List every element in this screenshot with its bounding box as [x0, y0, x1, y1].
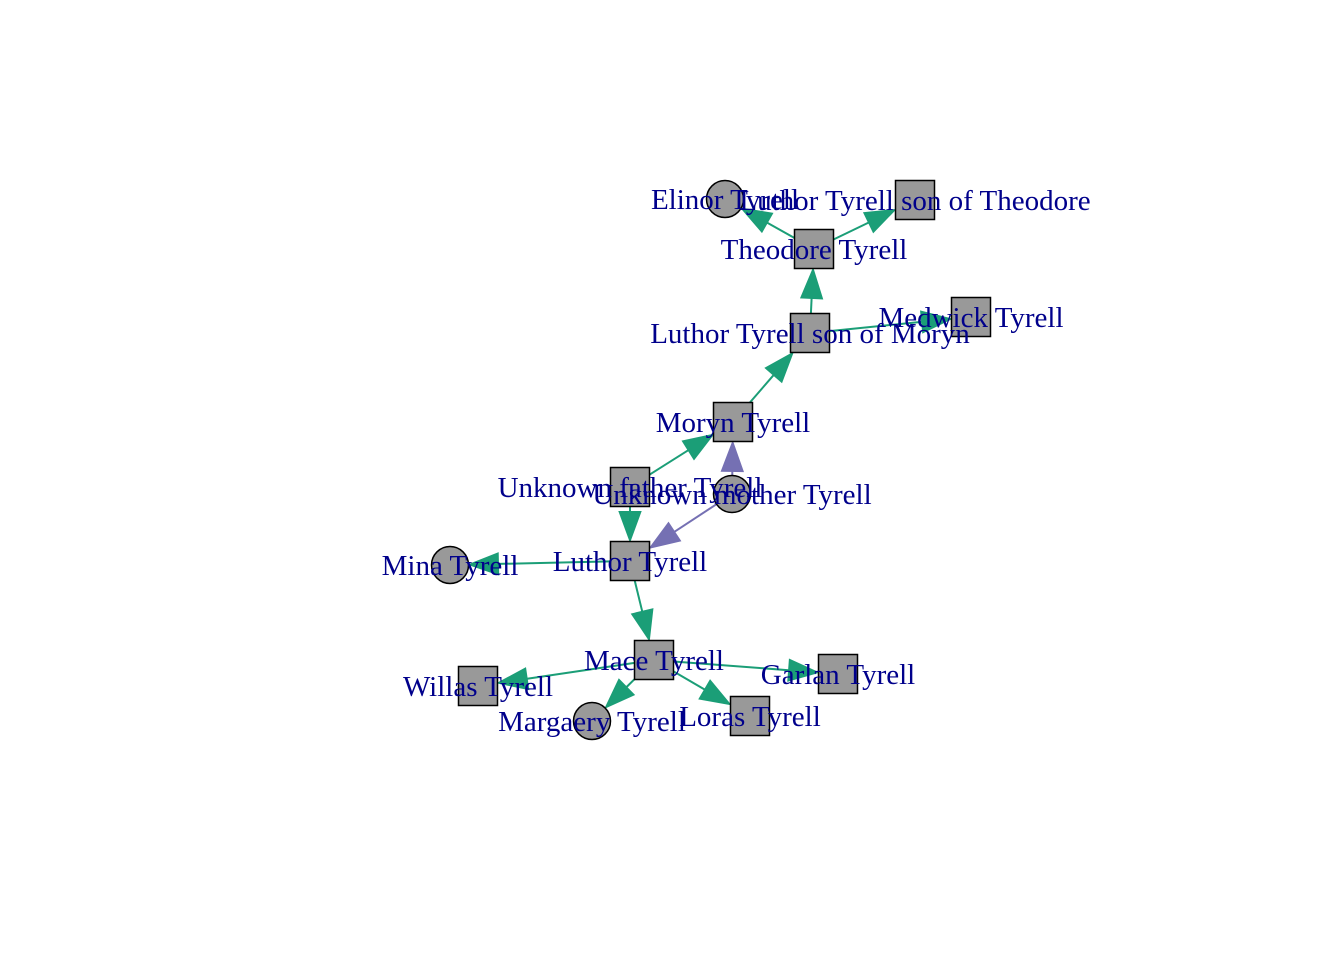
node-unknown-mother-circle[interactable] — [712, 474, 752, 514]
arrowhead-icon — [467, 552, 500, 576]
arrowhead-icon — [496, 667, 530, 691]
edge-line — [625, 678, 636, 688]
node-loras-square[interactable] — [729, 695, 771, 737]
node-luthor-theodore-square[interactable] — [894, 179, 936, 221]
edge-mace-to-loras — [672, 670, 732, 706]
node-unknown-father-square[interactable] — [609, 466, 651, 508]
node-mina-circle[interactable] — [430, 545, 470, 585]
node-mace-square[interactable] — [633, 639, 675, 681]
node-label-luthor-theodore: Luthor Tyrell son of Theodore — [739, 185, 1090, 217]
node-medwick-square[interactable] — [950, 296, 992, 338]
arrowhead-icon — [739, 207, 774, 234]
node-label-margaery: Margaery Tyrell — [498, 706, 686, 738]
node-label-mace: Mace Tyrell — [584, 645, 724, 677]
node-moryn-square[interactable] — [712, 401, 754, 443]
edge-line — [749, 374, 775, 404]
node-garlan-square[interactable] — [817, 653, 859, 695]
edge-mace-to-margaery — [604, 678, 636, 710]
edge-line — [829, 320, 922, 333]
edge-unknown_mother-to-moryn — [720, 440, 745, 476]
edge-unknown_father-to-moryn — [648, 433, 715, 476]
node-label-elinor: Elinor Tyrell — [651, 184, 799, 216]
edge-line — [648, 449, 689, 476]
edge-line — [809, 298, 813, 314]
edge-mace-to-willas — [496, 661, 635, 691]
edge-line — [498, 560, 611, 565]
arrowhead-icon — [630, 608, 654, 642]
arrowhead-icon — [681, 433, 715, 461]
node-label-medwick: Medwick Tyrell — [878, 302, 1063, 334]
arrowhead-icon — [720, 440, 745, 473]
node-label-loras: Loras Tyrell — [679, 701, 821, 733]
edge-line — [527, 661, 635, 680]
edge-theodore-to-luthor_theodore — [833, 208, 897, 241]
node-margaery-circle[interactable] — [572, 701, 612, 741]
arrowhead-icon — [787, 658, 820, 682]
arrowhead-icon — [648, 521, 682, 549]
node-label-mina: Mina Tyrell — [382, 550, 519, 582]
node-label-willas: Willas Tyrell — [403, 671, 553, 703]
arrowhead-icon — [799, 267, 824, 300]
node-label-theodore: Theodore Tyrell — [721, 234, 908, 266]
edge-moryn-to-luthor_moryn — [749, 351, 795, 404]
edge-line — [633, 580, 644, 612]
edge-line — [673, 660, 789, 672]
arrowhead-icon — [862, 208, 897, 234]
node-theodore-square[interactable] — [793, 228, 835, 270]
node-label-unknown-father: Unknown father Tyrell — [498, 472, 763, 504]
arrowhead-icon — [920, 310, 953, 334]
edge-mace-to-garlan — [673, 658, 820, 682]
node-elinor-circle[interactable] — [705, 179, 745, 219]
nodes-layer — [430, 179, 992, 741]
edge-luthor-to-mina — [467, 552, 611, 576]
edge-line — [672, 670, 706, 691]
edges-layer — [467, 207, 953, 710]
edge-line — [766, 221, 795, 239]
node-label-luthor-moryn: Luthor Tyrell son of Moryn — [650, 318, 970, 350]
edge-theodore-to-elinor — [739, 207, 795, 239]
arrowhead-icon — [618, 511, 642, 543]
edge-unknown_mother-to-luthor — [648, 503, 718, 549]
arrowhead-icon — [698, 679, 732, 706]
node-label-moryn: Moryn Tyrell — [656, 407, 811, 439]
node-luthor-moryn-square[interactable] — [789, 312, 831, 354]
arrowhead-icon — [604, 678, 636, 710]
edge-luthor-to-mace — [630, 580, 654, 642]
node-willas-square[interactable] — [457, 665, 499, 707]
node-label-unknown-mother: Unknown mother Tyrell — [592, 479, 871, 511]
node-luthor-square[interactable] — [609, 540, 651, 582]
edge-line — [674, 503, 718, 533]
node-label-garlan: Garlan Tyrell — [761, 659, 915, 691]
arrowhead-icon — [764, 351, 795, 384]
node-label-luthor: Luthor Tyrell — [553, 546, 708, 578]
edge-luthor_moryn-to-medwick — [829, 310, 953, 334]
edge-unknown_father-to-luthor — [618, 506, 642, 543]
edge-luthor_moryn-to-theodore — [799, 267, 824, 314]
edge-line — [833, 221, 869, 241]
